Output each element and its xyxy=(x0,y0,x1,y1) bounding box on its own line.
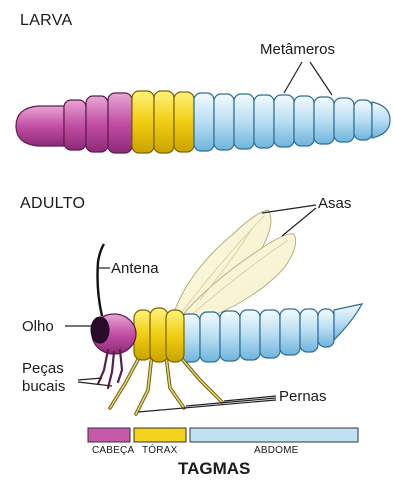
larva-body xyxy=(16,91,390,153)
larva-head-segment xyxy=(86,96,108,152)
tagma-head-label: CABEÇA xyxy=(92,446,134,456)
mouthparts-label-line1: Peças xyxy=(22,361,64,376)
compound-eye xyxy=(91,317,109,343)
larva-abdomen-segment xyxy=(274,95,294,147)
mouthparts xyxy=(98,350,122,388)
eye-label: Olho xyxy=(22,319,54,334)
larva-abdomen-segment xyxy=(234,94,254,149)
larva-thorax-segment xyxy=(154,91,174,153)
larva-head-segment xyxy=(64,100,86,150)
tagma-thorax-label: TÓRAX xyxy=(142,446,177,456)
metameres-pointer xyxy=(284,62,332,95)
larva-abdomen-segment xyxy=(334,98,354,142)
larva-abdomen-segment xyxy=(294,96,314,146)
metameres-label: Metâmeros xyxy=(260,42,335,57)
larva-abdomen-segment xyxy=(314,97,334,144)
wings-label: Asas xyxy=(318,196,351,211)
larva-abdomen-segment xyxy=(214,94,234,150)
larva-thorax-segment xyxy=(174,92,194,152)
legs-label: Pernas xyxy=(279,389,327,404)
adult-thorax xyxy=(134,308,184,362)
larva-abdomen-segment xyxy=(354,100,372,140)
larva-head-segment xyxy=(108,93,132,153)
mouthparts-label-line2: bucais xyxy=(22,379,65,394)
tagma-thorax-bar xyxy=(134,428,186,442)
tagmata-bar xyxy=(88,428,358,442)
adult-heading: ADULTO xyxy=(20,196,85,212)
larva-abdomen-segment xyxy=(372,102,390,138)
larva-abdomen-segment xyxy=(254,95,274,148)
tagma-abdomen-bar xyxy=(190,428,358,442)
larva-abdomen-segment xyxy=(194,93,214,151)
legs-pointer xyxy=(186,398,276,406)
adult-abdomen xyxy=(180,304,362,362)
larva-head-segment xyxy=(16,106,64,146)
tagma-head-bar xyxy=(88,428,130,442)
tagma-abdomen-label: ABDOME xyxy=(254,446,299,456)
wings xyxy=(174,210,296,324)
mouthparts-pointer xyxy=(78,378,102,380)
legs-pointer xyxy=(138,400,276,412)
larva-heading: LARVA xyxy=(20,13,73,29)
antenna-label: Antena xyxy=(111,261,159,276)
larva-thorax-segment xyxy=(132,91,154,153)
tagmata-title: TAGMAS xyxy=(178,460,250,477)
mouthparts-pointer xyxy=(78,382,112,386)
antenna xyxy=(98,244,105,316)
